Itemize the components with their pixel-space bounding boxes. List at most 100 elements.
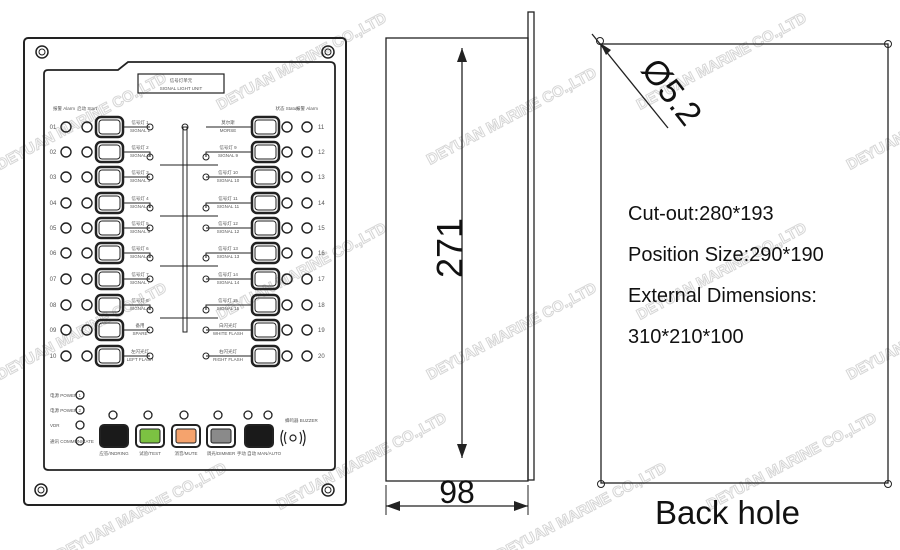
- alarm-led: [301, 121, 313, 133]
- alarm-led: [60, 146, 72, 158]
- row-label: SIGNAL 3: [130, 178, 151, 183]
- row-label-cn: 备用: [136, 322, 145, 329]
- row-label: LEFT FLASH: [127, 357, 154, 362]
- col-header: 报警 Alarm: [53, 105, 75, 112]
- row-label: SIGNAL 11: [217, 204, 240, 209]
- hole-icon: [884, 40, 892, 48]
- alarm-led: [301, 197, 313, 209]
- hole-icon: [597, 480, 605, 488]
- hole-icon: [884, 480, 892, 488]
- terminal-icon: [146, 306, 154, 314]
- watermark: DEYUAN MARINE CO.,LTD: [424, 64, 600, 168]
- row-label: SIGNAL 8: [130, 306, 151, 311]
- start-led: [81, 350, 93, 362]
- status-led: [75, 390, 85, 400]
- indicator-led: [143, 410, 153, 420]
- row-number: 03: [50, 175, 57, 181]
- control-button-label: 消音/MUTE: [175, 450, 198, 457]
- buzzer-icon: [280, 429, 306, 447]
- watermark: DEYUAN MARINE CO.,LTD: [634, 219, 810, 323]
- alarm-led: [60, 171, 72, 183]
- row-label-cn: 左闪光灯: [131, 348, 149, 355]
- spec-line: Cut-out:280*193: [628, 203, 774, 225]
- status-led-label: VDR: [50, 423, 60, 428]
- alarm-led: [301, 146, 313, 158]
- row-label-cn: 信号灯 10: [218, 169, 238, 176]
- watermark: DEYUAN MARINE CO.,LTD: [274, 409, 450, 513]
- start-led: [81, 121, 93, 133]
- status-led: [281, 121, 293, 133]
- row-label-cn: 信号灯 1: [131, 119, 149, 126]
- screw-icon: [34, 483, 48, 497]
- row-number: 07: [50, 277, 57, 283]
- start-led: [81, 146, 93, 158]
- row-label-cn: 莫尔斯: [221, 119, 235, 126]
- status-led: [281, 146, 293, 158]
- terminal-icon: [146, 254, 154, 262]
- row-label: SIGNAL 6: [130, 254, 151, 259]
- spec-line: External Dimensions:: [628, 285, 817, 307]
- control-button-label: 调光/DIMMER: [207, 450, 236, 457]
- status-led: [281, 171, 293, 183]
- terminal-icon: [202, 275, 210, 283]
- col-header: 启动 Start: [77, 105, 98, 112]
- watermark: DEYUAN MARINE CO.,LTD: [844, 279, 900, 383]
- row-label-cn: 信号灯 6: [131, 245, 149, 252]
- row-label-cn: 右闪光灯: [219, 348, 237, 355]
- row-label-cn: 信号灯 11: [218, 195, 238, 202]
- status-led-label: 电源 POWER 1: [50, 392, 82, 399]
- control-button[interactable]: [99, 424, 129, 448]
- col-header: 报警 Alarm: [296, 105, 318, 112]
- back-hole-view: Ø5.2 Cut-out:280*193 Position Size:290*1…: [591, 33, 892, 531]
- row-number: 13: [318, 175, 325, 181]
- terminal-icon: [146, 224, 154, 232]
- row-number: 06: [50, 251, 57, 257]
- alarm-led: [301, 247, 313, 259]
- alarm-led: [60, 299, 72, 311]
- terminal-icon: [146, 123, 154, 131]
- row-number: 12: [318, 150, 325, 156]
- terminal-icon: [146, 153, 154, 161]
- control-button-label: 应答/INDRING: [99, 450, 129, 457]
- row-number: 08: [50, 303, 57, 309]
- row-number: 17: [318, 277, 325, 283]
- panel-title-cn: 信号灯单元: [170, 77, 193, 84]
- control-button-label: 试验/TEST: [139, 450, 161, 457]
- terminal-icon: [202, 153, 210, 161]
- row-label: SIGNAL 7: [130, 280, 151, 285]
- alarm-led: [301, 324, 313, 336]
- row-label: RIGHT FLASH: [213, 357, 243, 362]
- row-number: 18: [318, 303, 325, 309]
- terminal-icon: [146, 173, 154, 181]
- row-label-cn: 信号灯 4: [131, 195, 149, 202]
- terminal-icon: [146, 326, 154, 334]
- status-led: [281, 247, 293, 259]
- row-number: 19: [318, 328, 325, 334]
- status-led: [75, 436, 85, 446]
- alarm-led: [301, 222, 313, 234]
- row-number: 01: [50, 125, 57, 131]
- row-label: SIGNAL 1: [130, 128, 151, 133]
- row-number: 16: [318, 251, 325, 257]
- row-label: SIGNAL 13: [217, 254, 240, 259]
- start-led: [81, 222, 93, 234]
- screw-icon: [321, 45, 335, 59]
- row-label: SIGNAL 4: [130, 204, 151, 209]
- row-label: MORSE: [220, 128, 237, 133]
- alarm-led: [301, 350, 313, 362]
- row-label: SIGNAL 5: [130, 229, 151, 234]
- row-label: SIGNAL 15: [217, 306, 240, 311]
- row-label-cn: 信号灯 9: [219, 144, 237, 151]
- front-panel: 信号灯单元 SIGNAL LIGHT UNIT 报警 Alarm 启动 Star…: [23, 37, 347, 506]
- row-label: SPARE: [133, 331, 148, 336]
- screw-icon: [321, 483, 335, 497]
- row-label: SIGNAL 2: [130, 153, 151, 158]
- terminal-icon: [202, 204, 210, 212]
- control-button[interactable]: [244, 424, 274, 448]
- caption: Back hole: [655, 494, 800, 531]
- terminal-icon: [202, 254, 210, 262]
- row-number: 15: [318, 226, 325, 232]
- screw-icon: [35, 45, 49, 59]
- height-dimension: 271: [429, 218, 470, 278]
